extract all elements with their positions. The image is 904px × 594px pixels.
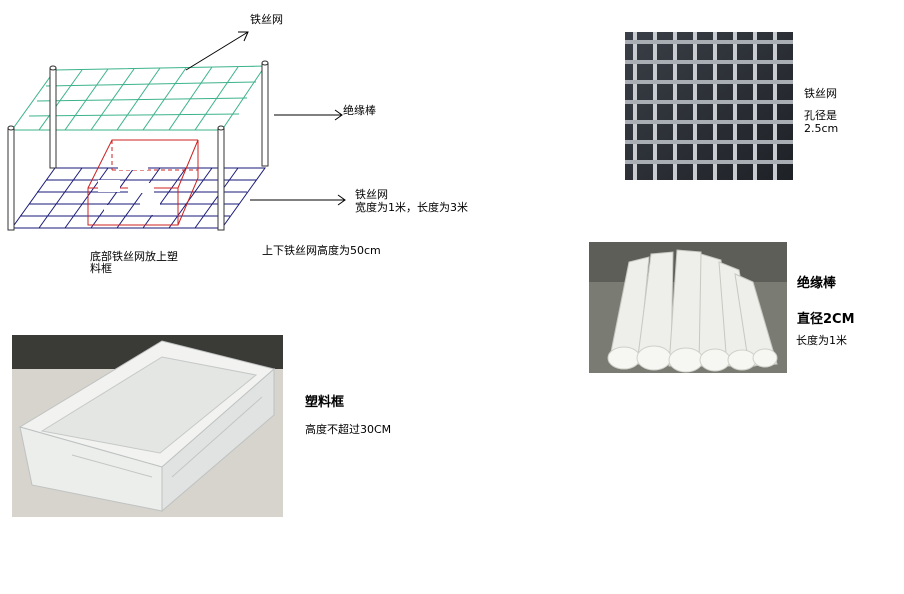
box-photo-title: 塑料框 [305, 395, 345, 410]
wire-mesh-photo [625, 32, 793, 180]
wire-mesh-image [625, 32, 793, 180]
plastic-box-photo [12, 335, 283, 517]
bottom-caption-line2: 料框 [90, 262, 112, 275]
box-image [12, 335, 283, 517]
insulating-rod-photo [589, 242, 787, 373]
bottom-caption-line1: 底部铁丝网放上塑 [90, 250, 178, 263]
rod-image [589, 242, 787, 373]
mesh-hole-value: 2.5cm [804, 122, 839, 135]
rod-diameter: 直径2CM [797, 312, 855, 327]
mesh-photo-title: 铁丝网 [804, 87, 837, 100]
apparatus-diagram: 铁丝网 绝缘棒 铁丝网 宽度为1米，长度为3米 底部铁丝网放上塑 料框 上下铁丝… [0, 0, 480, 300]
bottom-mesh-size-label: 宽度为1米，长度为3米 [355, 201, 468, 214]
mesh-hole-label: 孔径是 [804, 109, 837, 122]
top-mesh [11, 65, 266, 131]
rod-label: 绝缘棒 [343, 104, 376, 117]
box-height: 高度不超过30CM [305, 423, 392, 436]
apparatus-drawing [7, 31, 346, 231]
arrows [185, 31, 346, 206]
height-caption: 上下铁丝网高度为50cm [262, 244, 381, 257]
rod-photo-title: 绝缘棒 [797, 276, 837, 291]
bottom-mesh [11, 167, 266, 229]
bottom-mesh-label: 铁丝网 [355, 188, 388, 201]
rod-length: 长度为1米 [796, 334, 847, 347]
top-mesh-label: 铁丝网 [250, 13, 283, 26]
insulating-posts [7, 60, 269, 231]
box-patches [98, 160, 160, 215]
